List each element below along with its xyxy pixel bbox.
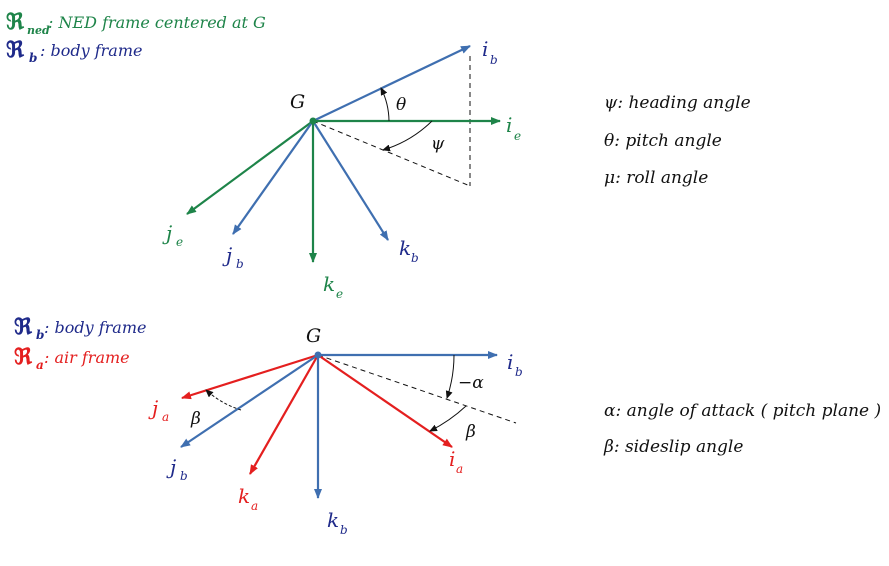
top-diagram: G θ ψ i b i e j e j b k e k b	[162, 37, 521, 301]
dashed-projection	[312, 120, 471, 187]
beta-right-label: β	[465, 422, 476, 442]
jb-subscript-bottom: b	[180, 469, 188, 483]
def-alpha-symbol: α	[604, 401, 616, 421]
def-theta-text: : pitch angle	[614, 131, 722, 151]
ie-label: i	[506, 113, 512, 137]
definitions-top: ψ: heading angle θ: pitch angle μ: roll …	[604, 93, 751, 188]
alpha-arc	[445, 354, 455, 399]
definitions-bottom: α: angle of attack ( pitch plane ) β: si…	[603, 401, 881, 457]
ka-vector	[249, 354, 319, 475]
minus-alpha-label: −α	[458, 373, 484, 393]
origin-label: G	[290, 91, 305, 113]
body-subscript: b	[29, 51, 37, 65]
ke-label: k	[323, 272, 335, 296]
je-vector	[186, 120, 314, 215]
ia-label: i	[449, 447, 455, 471]
theta-arc	[380, 87, 390, 122]
kb-subscript: b	[411, 251, 419, 265]
def-mu: μ: roll angle	[604, 168, 708, 188]
ib-label-bottom: i	[507, 350, 513, 374]
legend-ned: ℜ ned : NED frame centered at G	[6, 9, 266, 37]
kb-label-bottom: k	[327, 508, 339, 532]
ka-subscript: a	[251, 499, 258, 513]
body-symbol-bottom: ℜ	[14, 314, 33, 340]
ka-label: k	[238, 484, 250, 508]
theta-label: θ	[396, 95, 406, 115]
body-symbol: ℜ	[6, 37, 25, 63]
body-description-bottom: : body frame	[44, 318, 146, 337]
def-theta: θ: pitch angle	[604, 131, 722, 151]
def-beta-symbol: β	[603, 437, 614, 457]
beta-arc-left	[205, 389, 242, 411]
def-mu-text: : roll angle	[615, 168, 708, 188]
air-symbol: ℜ	[14, 344, 33, 370]
ib-subscript-bottom: b	[515, 365, 523, 379]
je-subscript: e	[176, 235, 183, 249]
legend-air: ℜ a : air frame	[14, 344, 130, 372]
ned-description: : NED frame centered at G	[48, 13, 266, 32]
ned-symbol: ℜ	[6, 9, 25, 35]
legend-body-top: ℜ b : body frame	[6, 37, 142, 65]
origin-dot	[309, 117, 317, 125]
def-alpha: α: angle of attack ( pitch plane )	[604, 401, 881, 421]
origin-label-bottom: G	[306, 325, 321, 347]
body-subscript-bottom: b	[36, 328, 44, 342]
kb-vector	[312, 120, 389, 241]
ned-subscript: ned	[27, 24, 50, 37]
jb-subscript: b	[236, 257, 244, 271]
ke-subscript: e	[336, 287, 343, 301]
def-mu-symbol: μ	[604, 168, 615, 188]
psi-label: ψ	[431, 134, 445, 154]
ie-subscript: e	[514, 129, 521, 143]
def-theta-symbol: θ	[604, 131, 614, 151]
ia-subscript: a	[456, 462, 463, 476]
jb-vector-bottom	[180, 354, 319, 448]
body-description: : body frame	[40, 41, 142, 60]
je-label: j	[162, 221, 172, 245]
def-psi: ψ: heading angle	[604, 93, 751, 113]
ib-vector	[312, 45, 471, 122]
ia-vector	[317, 354, 453, 448]
dashed-relative-wind	[317, 354, 517, 424]
jb-label: j	[222, 243, 232, 267]
ja-label: j	[148, 396, 158, 420]
kb-subscript-bottom: b	[340, 523, 348, 537]
bottom-diagram: G −α β β i b i a j a j b k a k b	[148, 325, 523, 537]
legend-body-bottom: ℜ b : body frame	[14, 314, 146, 342]
origin-dot-bottom	[314, 351, 322, 359]
def-alpha-text: : angle of attack ( pitch plane )	[615, 401, 881, 421]
jb-vector	[232, 120, 314, 235]
beta-left-label: β	[190, 409, 201, 429]
beta-arc-right	[429, 405, 467, 432]
def-beta: β: sideslip angle	[603, 437, 743, 457]
psi-arc	[382, 120, 433, 152]
air-description: : air frame	[44, 348, 130, 367]
jb-label-bottom: j	[166, 455, 176, 479]
kb-label: k	[399, 236, 411, 260]
ib-subscript: b	[490, 53, 498, 67]
def-beta-text: : sideslip angle	[614, 437, 744, 457]
ja-vector	[181, 353, 319, 400]
ja-subscript: a	[162, 410, 169, 424]
air-subscript: a	[36, 358, 44, 372]
ib-label: i	[482, 37, 488, 61]
def-psi-text: : heading angle	[617, 93, 750, 113]
def-psi-symbol: ψ	[604, 93, 618, 113]
